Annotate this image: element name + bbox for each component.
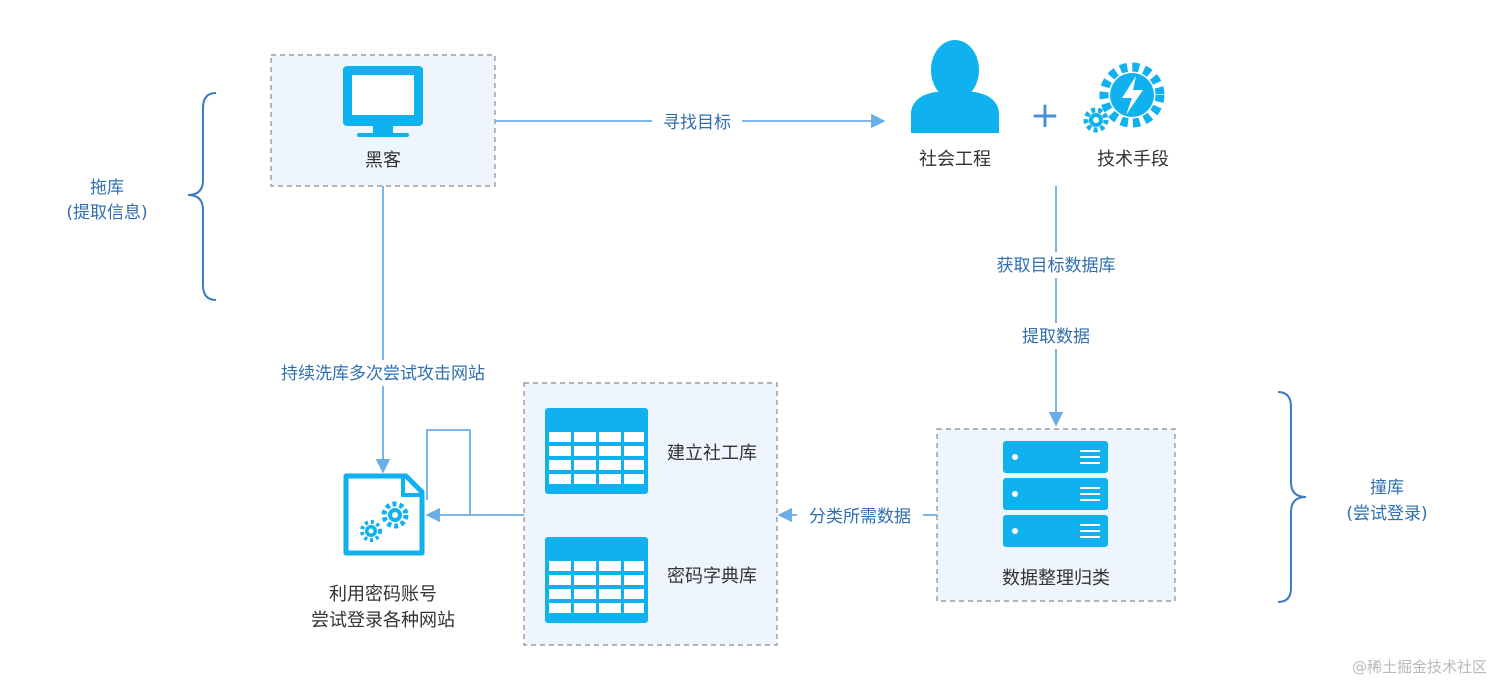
edge-extract-label: 提取数据 [1022,327,1090,347]
edge-classify: 分类所需数据 [777,502,937,528]
watermark: @稀土掘金技术社区 [1352,658,1487,676]
social-engineering-node: 社会工程 [911,40,999,170]
right-brace [1277,391,1307,603]
edge-get-database: 获取目标数据库 提取数据 [980,186,1132,427]
technical-means-node: 技术手段 [1083,62,1169,170]
edge-get-database-label: 获取目标数据库 [997,256,1116,276]
zhuangku-group: 撞库 (尝试登录) [1277,391,1428,603]
server-node: 数据整理归类 [936,428,1176,602]
gear-lightning-icon [1083,62,1165,133]
login-node: 利用密码账号 尝试登录各种网站 [311,473,455,631]
edge-find-target: 寻找目标 [495,108,886,134]
zhuangku-label-line1: 撞库 [1370,478,1404,498]
zhuangku-label-line2: (尝试登录) [1346,504,1427,524]
table-icon-password-dict [545,537,648,623]
tuoku-group: 拖库 (提取信息) [66,92,217,301]
login-label-line1: 利用密码账号 [329,584,437,605]
edge-find-target-label: 寻找目标 [663,113,731,133]
technical-means-label: 技术手段 [1097,149,1169,170]
social-engineering-label: 社会工程 [919,149,991,170]
store-label-bottom: 密码字典库 [667,566,757,587]
edge-classify-label: 分类所需数据 [809,507,911,527]
person-icon [911,40,999,133]
store-label-top: 建立社工库 [667,443,757,464]
tuoku-label-line2: (提取信息) [66,203,147,223]
table-icon-social-db [545,408,648,494]
edge-attack: 持续洗库多次尝试攻击网站 [262,186,504,474]
tuoku-label-line1: 拖库 [90,178,124,198]
edge-store-to-login [425,429,524,523]
left-brace [187,92,217,301]
plus-sign: + [1030,95,1060,136]
document-gear-icon [343,473,425,556]
hacker-node: 黑客 [270,54,496,187]
edge-attack-label: 持续洗库多次尝试攻击网站 [281,364,485,384]
login-label-line2: 尝试登录各种网站 [311,610,455,631]
server-label: 数据整理归类 [1002,568,1110,589]
store-node: 建立社工库 密码字典库 [523,382,778,646]
hacker-label: 黑客 [365,150,401,171]
server-icon [1003,441,1108,547]
monitor-icon [343,66,423,137]
